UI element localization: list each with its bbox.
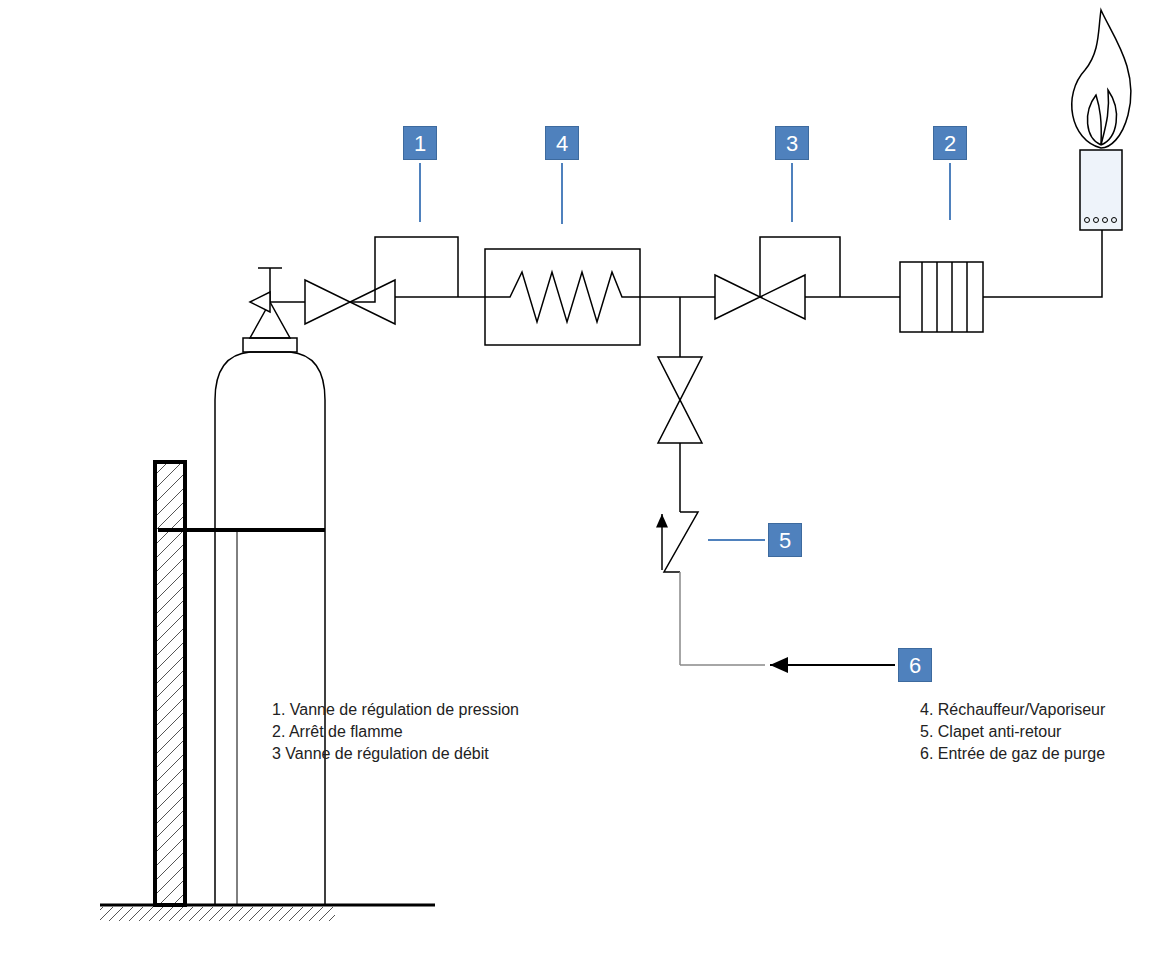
callout-number: 2	[933, 126, 967, 160]
callout-number: 5	[768, 523, 802, 557]
callout-number: 1	[403, 126, 437, 160]
key-text: 3 Vanne de régulation de débit	[272, 744, 489, 764]
burner	[1080, 150, 1122, 230]
floor-hatch	[100, 907, 335, 921]
floor-line	[100, 904, 435, 907]
callout-number: 3	[775, 126, 809, 160]
flame	[1072, 10, 1131, 148]
cylinder-neck	[243, 338, 297, 352]
purge-valve	[658, 357, 702, 443]
gas-cylinder	[215, 352, 325, 905]
cylinder-strap	[158, 528, 325, 532]
heater-vaporiser	[485, 249, 640, 345]
callout-number: 4	[545, 126, 579, 160]
key-text: 6. Entrée de gaz de purge	[920, 744, 1105, 764]
key-text: 4. Réchauffeur/Vaporiseur	[920, 700, 1105, 720]
check-valve	[664, 512, 698, 572]
key-text: 2. Arrêt de flamme	[272, 722, 403, 742]
flame-arrestor	[900, 262, 983, 332]
key-text: 5. Clapet anti-retour	[920, 722, 1061, 742]
key-text: 1. Vanne de régulation de pression	[272, 700, 519, 720]
callout-number: 6	[898, 648, 932, 682]
